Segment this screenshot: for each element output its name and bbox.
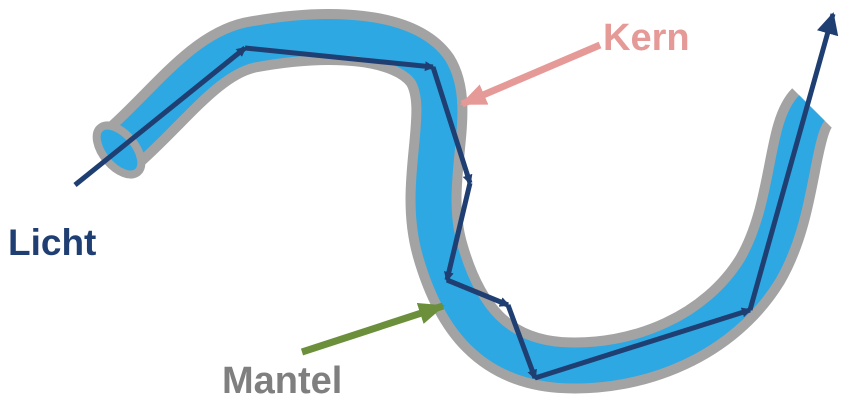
cladding-label: Mantel: [222, 360, 343, 402]
cladding-pointer-arrow: [300, 302, 445, 356]
light-ray: [73, 12, 839, 381]
light-ray-segment-descent-1: [430, 66, 473, 185]
core-pointer-arrow: [460, 41, 602, 108]
core-label: Kern: [603, 17, 690, 59]
light-ray-segment-descent-2: [443, 182, 473, 282]
light-ray-segment-bottom: [534, 307, 752, 381]
fiber-core: [112, 19, 827, 384]
light-ray-segment-bend: [446, 277, 510, 308]
light-label: Licht: [8, 222, 97, 263]
light-ray-segment-top: [244, 45, 435, 72]
light-ray-segment-drop: [505, 304, 538, 380]
light-ray-segment-entry: [73, 46, 247, 187]
light-ray-segment-exit: [747, 12, 839, 311]
